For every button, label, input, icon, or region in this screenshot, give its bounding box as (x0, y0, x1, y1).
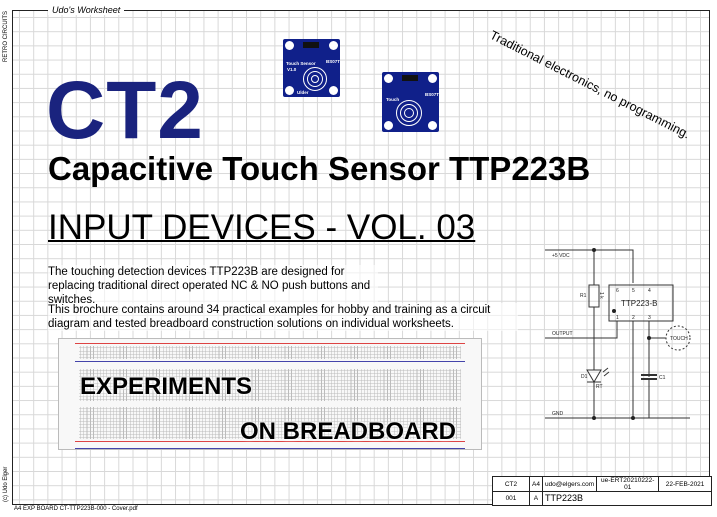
code-title: CT2 (46, 65, 204, 156)
svg-text:6: 6 (616, 288, 619, 294)
touch-sensor-module-1: Touch Sensor V1.0 Ulder BS07T (283, 39, 340, 97)
svg-text:1: 1 (616, 315, 619, 321)
svg-text:3: 3 (648, 315, 651, 321)
vcc-label: +5 VDC (552, 253, 570, 259)
file-name: A4 EXP BOARD CT-TTP223B-000 - Cover.pdf (14, 506, 138, 512)
main-title: Capacitive Touch Sensor TTP223B (48, 150, 591, 187)
worksheet-title: Udo's Worksheet (48, 5, 125, 15)
svg-text:D1: D1 (581, 374, 588, 380)
on-breadboard-label: ON BREADBOARD (240, 418, 456, 445)
description-paragraph: This brochure contains around 34 practic… (48, 303, 518, 331)
svg-text:C1: C1 (659, 375, 666, 381)
svg-text:4: 4 (648, 288, 651, 294)
side-label-top: RETRO CIRCUITS (3, 11, 9, 62)
touch-sensor-module-2: Touch BS07T (382, 72, 439, 132)
r1-label: R1 (580, 293, 587, 299)
experiments-label: EXPERIMENTS (80, 373, 253, 400)
svg-text:2: 2 (632, 315, 635, 321)
gnd-label: GND (552, 411, 564, 417)
touch-pad-label: TOUCH (670, 336, 688, 342)
side-label-bottom: (c) Udo Elger (3, 466, 9, 502)
subtitle: INPUT DEVICES - VOL. 03 (48, 208, 476, 247)
svg-text:5: 5 (632, 288, 635, 294)
svg-text:RT: RT (596, 384, 603, 390)
intro-paragraph: The touching detection devices TTP223B a… (48, 265, 378, 307)
ic-label: TTP223-B (621, 299, 657, 308)
output-label: OUTPUT (552, 331, 573, 337)
svg-text:1 k: 1 k (598, 292, 604, 299)
breadboard (58, 338, 482, 450)
